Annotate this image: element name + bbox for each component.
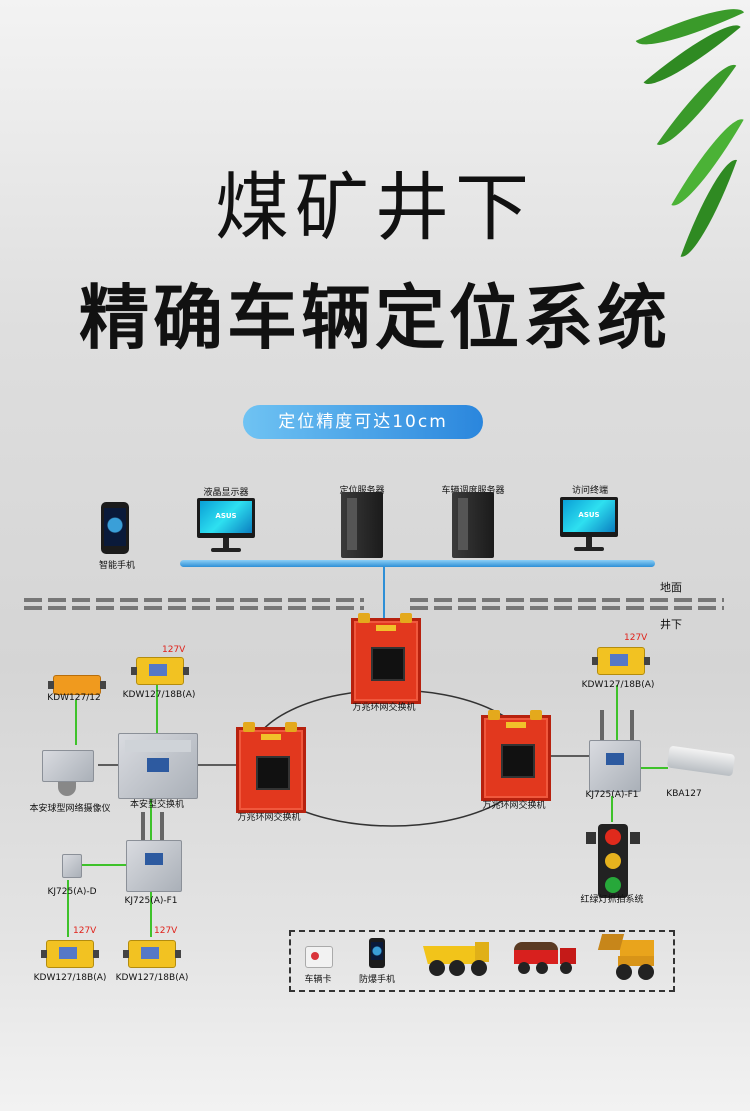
kdw127-12-power-icon <box>48 675 106 695</box>
network-bus <box>180 560 655 567</box>
lcd-monitor-label: 液晶显示器 <box>203 488 249 498</box>
voltage-label: 127V <box>162 645 186 655</box>
kj725-d-label: KJ725(A)-D <box>47 887 97 897</box>
kdw127-18ba-bottom-1-icon <box>41 940 99 968</box>
underground-zone-label: 井下 <box>660 618 682 631</box>
ground-divider <box>24 596 724 610</box>
legend-vehicle-card-label: 车辆卡 <box>304 975 332 985</box>
kdw127-18ba-right-icon <box>592 647 650 675</box>
access-terminal-icon: ASUS <box>560 497 618 537</box>
loader-icon <box>597 934 656 980</box>
voltage-label-bottom-1: 127V <box>73 926 97 936</box>
ring-switch-right-label: 万兆环网交换机 <box>482 801 546 811</box>
kba127-label: KBA127 <box>666 789 702 799</box>
explosion-proof-phone-icon <box>369 938 385 968</box>
kj725-f1-left-label: KJ725(A)-F1 <box>124 896 178 906</box>
intrinsic-safe-switch-label: 本安型交换机 <box>129 800 185 810</box>
ring-switch-right <box>481 710 551 801</box>
traffic-light-label: 红绿灯抓拍系统 <box>580 895 644 905</box>
ring-switch-top-label: 万兆环网交换机 <box>352 703 416 713</box>
legend-box <box>289 930 675 992</box>
ring-switch-left <box>236 722 306 813</box>
title-line-2: 精确车辆定位系统 <box>79 277 671 359</box>
intrinsic-safe-switch-icon <box>118 733 198 799</box>
legend-phone-label: 防爆手机 <box>358 975 396 985</box>
lcd-monitor-icon: ASUS <box>197 498 255 538</box>
access-terminal-label: 访问终端 <box>571 486 609 496</box>
kdw127-18ba-power-icon <box>131 657 189 685</box>
kdw127-18ba-right-label: KDW127/18B(A) <box>581 680 655 690</box>
mining-dump-truck-icon <box>423 942 491 976</box>
ring-switch-left-label: 万兆环网交换机 <box>237 813 301 823</box>
kj725-f1-right-label: KJ725(A)-F1 <box>585 790 639 800</box>
kj725-f1-left-icon <box>126 840 182 892</box>
dispatch-server-icon <box>452 492 494 558</box>
surface-zone-label: 地面 <box>660 581 682 594</box>
positioning-server-label: 定位服务器 <box>339 486 385 496</box>
ring-switch-top <box>351 613 421 704</box>
kdw127-18ba-bottom-2-label: KDW127/18B(A) <box>115 973 189 983</box>
kdw127-12-label: KDW127/12 <box>47 693 101 703</box>
voltage-label-right: 127V <box>624 633 648 643</box>
traffic-light-icon <box>598 824 628 898</box>
dome-camera-icon <box>42 750 94 782</box>
voltage-label-bottom-2: 127V <box>154 926 178 936</box>
smartphone-icon <box>101 502 129 554</box>
kj725-d-icon <box>62 854 82 878</box>
title-line-1: 煤矿井下 <box>215 165 535 251</box>
kj725-f1-right-icon <box>589 740 641 792</box>
vehicle-card-icon <box>305 946 333 968</box>
kdw127-18ba-bottom-2-icon <box>123 940 181 968</box>
dome-camera-label: 本安球型网络摄像仪 <box>29 804 111 814</box>
kdw127-18ba-bottom-1-label: KDW127/18B(A) <box>33 973 107 983</box>
accuracy-badge: 定位精度可达10cm <box>243 405 483 439</box>
kdw127-18ba-label: KDW127/18B(A) <box>122 690 196 700</box>
smartphone-label: 智能手机 <box>99 561 136 571</box>
positioning-server-icon <box>341 492 383 558</box>
dispatch-server-label: 车辆调度服务器 <box>441 486 505 496</box>
red-dump-truck-icon <box>514 942 576 976</box>
